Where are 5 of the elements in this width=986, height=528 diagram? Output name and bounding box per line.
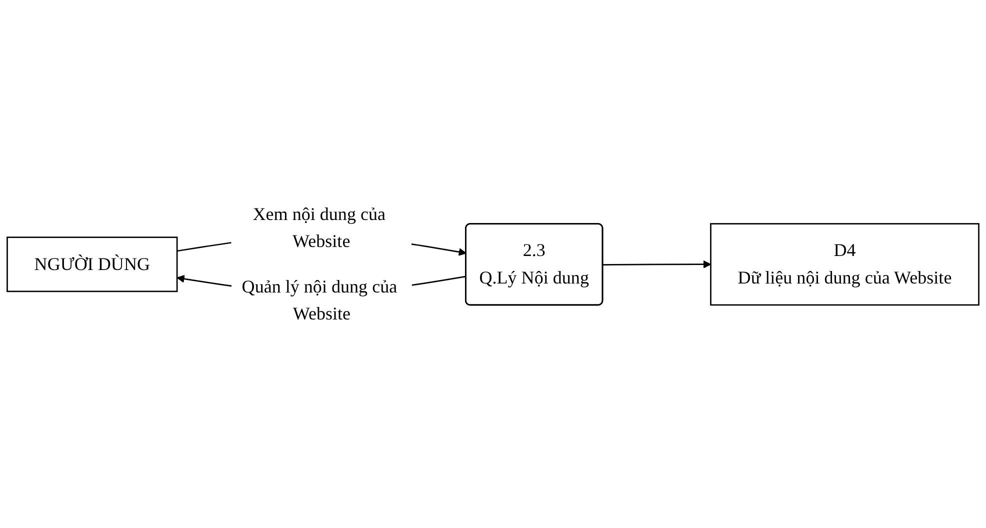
edge-label: Xem nội dung của Website: [252, 204, 386, 252]
edge-label: Quản lý nội dung của Website: [242, 276, 398, 324]
node-box: NGƯỜI DÙNG: [6, 236, 178, 292]
arrow: [602, 260, 712, 268]
node-box: D4 Dữ liệu nội dung của Website: [710, 222, 980, 306]
